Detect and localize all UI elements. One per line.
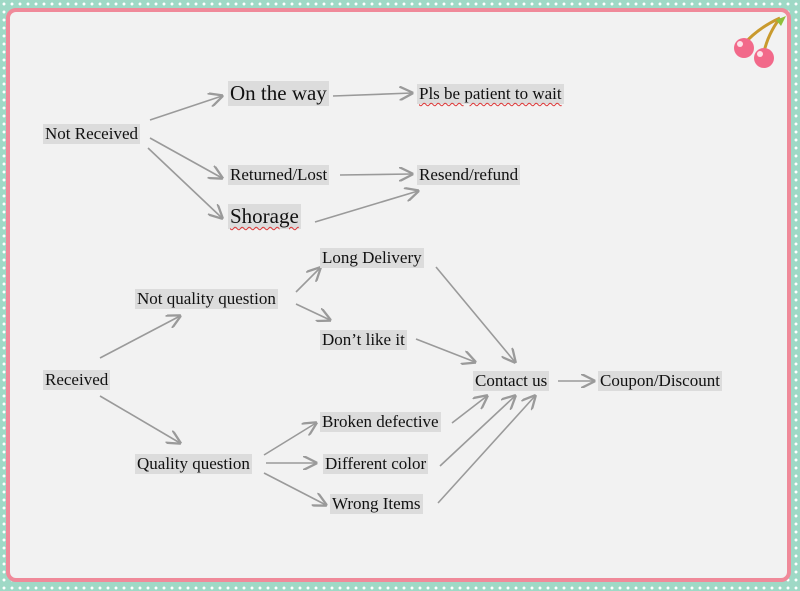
arrow-notreceived-returned	[149, 137, 222, 178]
arrow-notreceived-shorage	[147, 147, 222, 218]
arrow-received-notquality	[99, 316, 180, 359]
arrow-dontlike-contact	[415, 338, 475, 362]
arrow-color-contact	[439, 396, 515, 467]
arrow-ontheway-wait	[332, 93, 412, 96]
arrow-notquality-long	[295, 268, 320, 293]
arrow-received-quality	[99, 395, 180, 443]
node-contact-us: Contact us	[473, 371, 550, 391]
node-on-the-way: On the way	[228, 81, 329, 106]
shorage-label: Shorage	[230, 204, 299, 228]
arrow-long-contact	[435, 266, 515, 362]
cherry-icon	[734, 16, 786, 68]
node-dont-like-it: Don’t like it	[320, 330, 407, 350]
arrow-broken-contact	[451, 396, 487, 424]
arrow-notquality-dontlike	[295, 303, 330, 320]
node-quality-question: Quality question	[135, 454, 252, 474]
node-broken-defective: Broken defective	[320, 412, 441, 432]
node-wrong-items: Wrong Items	[330, 494, 423, 514]
arrow-notreceived-ontheway	[149, 96, 222, 121]
node-different-color: Different color	[323, 454, 429, 474]
arrow-wrong-contact	[437, 396, 535, 504]
node-returned-lost: Returned/Lost	[228, 165, 330, 185]
node-pls-be-patient: Pls be patient to wait	[417, 84, 564, 104]
arrow-returned-resend	[339, 174, 412, 175]
pls-word: Pls be patient to wait	[419, 84, 562, 103]
arrow-quality-wrong	[263, 472, 326, 505]
node-not-received: Not Received	[43, 124, 140, 144]
arrow-quality-broken	[263, 423, 316, 456]
node-coupon-discount: Coupon/Discount	[598, 371, 722, 391]
node-received: Received	[43, 370, 111, 390]
node-resend-refund: Resend/refund	[417, 165, 521, 185]
node-not-quality-question: Not quality question	[135, 289, 278, 309]
node-shorage: Shorage	[228, 204, 301, 229]
arrow-shorage-resend	[314, 191, 418, 223]
node-long-delivery: Long Delivery	[320, 248, 424, 268]
